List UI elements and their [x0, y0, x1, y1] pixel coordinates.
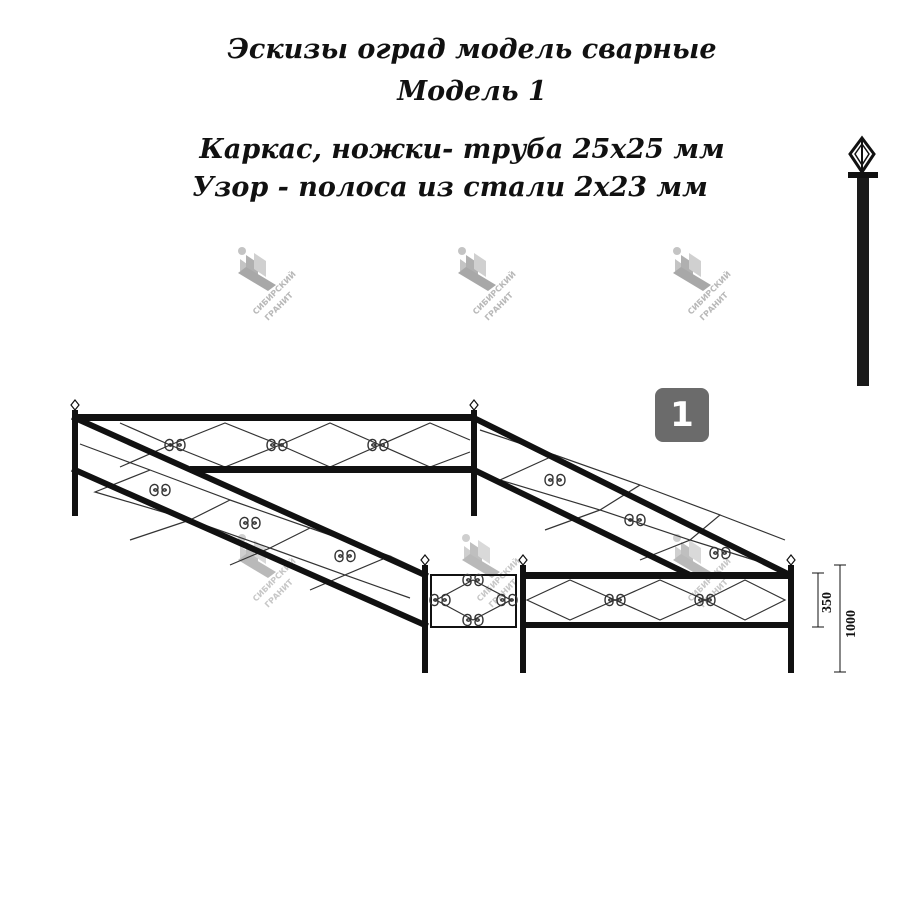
back-frame [75, 414, 474, 473]
watermark-5: СИБИРСКИЙ ГРАНИТ [462, 534, 522, 609]
post-detail [848, 135, 878, 386]
posts [72, 410, 794, 673]
post-finials [70, 399, 796, 566]
dimension-lines [812, 564, 846, 673]
back-panel-pattern [119, 422, 471, 468]
spec-frame: Каркас, ножки- труба 25х25 мм [199, 134, 725, 165]
title-line-2: Модель 1 [397, 76, 547, 107]
front-right-pattern [525, 579, 787, 621]
front-right-frame [523, 572, 791, 628]
watermark-2: СИБИРСКИЙ ГРАНИТ [458, 247, 518, 322]
gate [429, 573, 518, 628]
title-line-1: Эскизы оград модель сварные [227, 34, 717, 65]
watermark-3: СИБИРСКИЙ ГРАНИТ [673, 247, 733, 322]
dimension-350: 350 [820, 592, 835, 613]
spec-pattern: Узор - полоса из стали 2х23 мм [192, 172, 708, 203]
left-side-frame [71, 414, 429, 629]
dimension-1000: 1000 [844, 610, 859, 638]
right-side-frame [469, 413, 795, 580]
model-badge: 1 [655, 388, 709, 442]
watermark-1: СИБИРСКИЙ ГРАНИТ [238, 247, 298, 322]
